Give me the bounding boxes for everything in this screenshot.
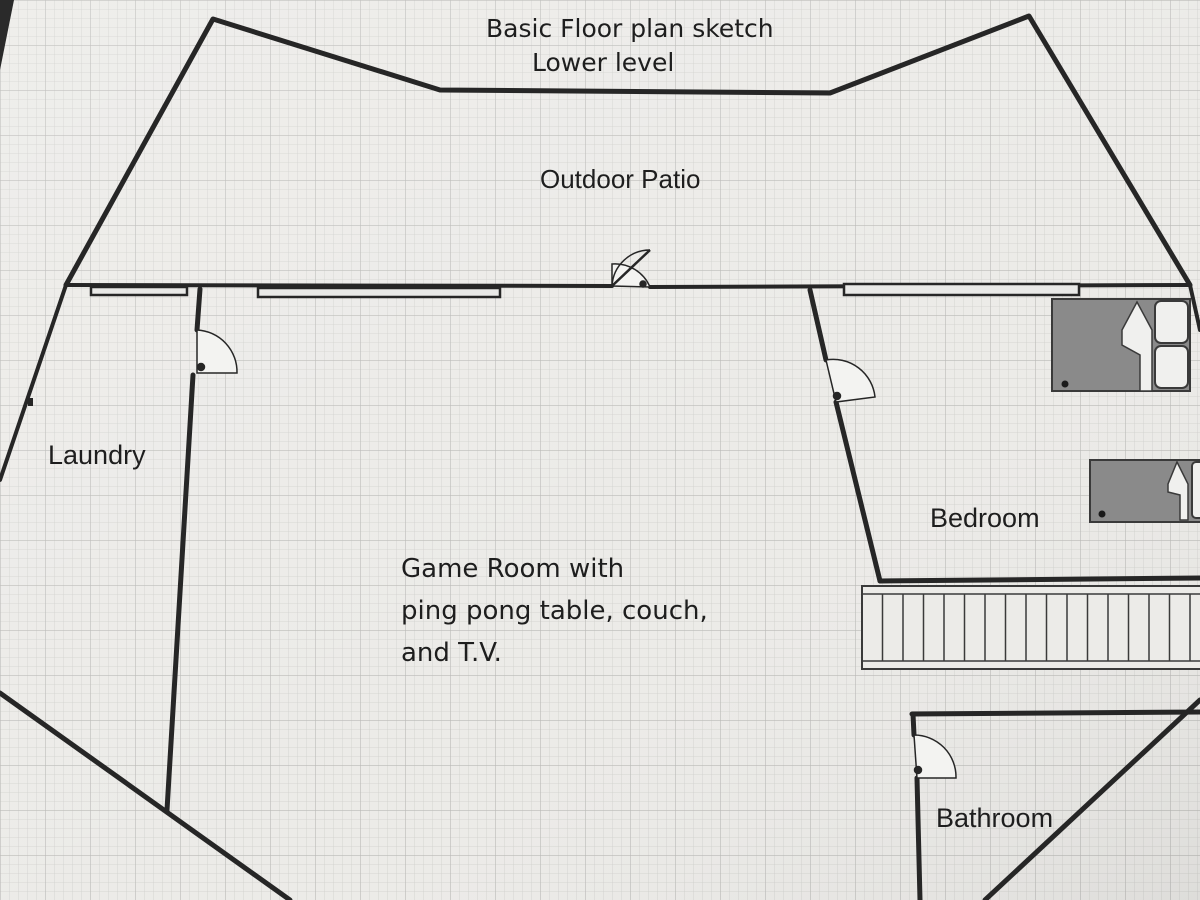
exterior-wall-lower-right	[982, 697, 1200, 900]
bedroom-door	[825, 358, 876, 403]
exterior-wall-top	[64, 283, 614, 288]
bedroom-wall-left	[833, 399, 883, 584]
bathroom-wall-left-top	[910, 711, 917, 738]
exterior-wall-left	[0, 283, 68, 482]
exterior-wall-right	[1188, 283, 1200, 332]
plan-subtitle: Lower level	[532, 48, 675, 77]
window-game-room	[256, 286, 502, 299]
bed-top	[1051, 298, 1191, 392]
bathroom-wall-left	[914, 775, 923, 900]
table-edge	[0, 0, 14, 70]
game-room-line-1: Game Room with	[401, 554, 625, 584]
bedroom-wall-left-top	[807, 287, 829, 363]
bathroom-wall-top	[909, 709, 1200, 717]
room-label-bathroom: Bathroom	[936, 803, 1054, 833]
laundry-door	[196, 329, 238, 374]
bed-bottom	[1089, 459, 1200, 523]
bedroom-wall-bottom	[877, 575, 1200, 584]
patio-door	[611, 249, 652, 288]
bathroom-door	[913, 734, 957, 779]
wall-marker	[28, 398, 33, 406]
laundry-wall-lower	[164, 372, 196, 813]
room-label-laundry: Laundry	[48, 440, 146, 470]
game-room-line-3: and T.V.	[401, 638, 502, 668]
room-label-bedroom: Bedroom	[930, 503, 1040, 533]
laundry-wall	[194, 286, 203, 333]
staircase	[861, 585, 1200, 670]
room-label-game-room: Game Room with ping pong table, couch, a…	[401, 548, 708, 674]
window-laundry	[89, 285, 189, 297]
plan-title: Basic Floor plan sketch	[486, 14, 774, 43]
game-room-line-2: ping pong table, couch,	[401, 596, 708, 626]
window-bedroom	[842, 282, 1081, 297]
patio-outline-wall	[63, 13, 1193, 288]
room-label-outdoor-patio: Outdoor Patio	[540, 164, 701, 194]
exterior-wall-lower-left	[0, 690, 293, 900]
